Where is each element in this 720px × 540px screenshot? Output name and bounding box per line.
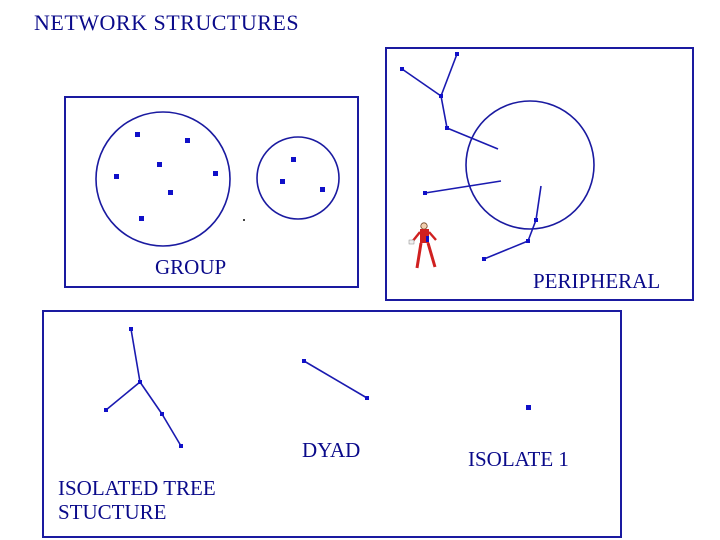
peripheral-node: [445, 126, 449, 130]
group-node: [168, 190, 173, 195]
isolate-structure: [526, 405, 531, 410]
tree-edge: [131, 329, 140, 382]
group-structure: [96, 112, 339, 246]
tree-node: [104, 408, 108, 412]
isolate-label: ISOLATE 1: [468, 447, 569, 471]
isolated-tree-label-line2: STUCTURE: [58, 500, 216, 524]
peripheral-edge: [447, 128, 498, 149]
peripheral-edge: [441, 96, 447, 128]
group-node: [135, 132, 140, 137]
peripheral-core-circle: [466, 101, 594, 229]
peripheral-edge: [441, 54, 457, 96]
isolated-tree-structure: [104, 327, 183, 448]
dyad-label: DYAD: [302, 438, 360, 462]
peripheral-node: [455, 52, 459, 56]
group-node: [139, 216, 144, 221]
group-node: [320, 187, 325, 192]
peripheral-node: [423, 191, 427, 195]
group-node: [157, 162, 162, 167]
peripheral-node: [482, 257, 486, 261]
group-node: [114, 174, 119, 179]
dyad-edge: [304, 361, 367, 398]
group-node: [280, 179, 285, 184]
small-group-circle: [257, 137, 339, 219]
tree-edge: [140, 382, 162, 414]
dyad-structure: [302, 359, 369, 400]
isolated-tree-label-line1: ISOLATED TREE: [58, 476, 216, 500]
group-node: [213, 171, 218, 176]
tree-node: [129, 327, 133, 331]
isolated-tree-label: ISOLATED TREE STUCTURE: [58, 476, 216, 524]
group-node: [291, 157, 296, 162]
isolate-node: [526, 405, 531, 410]
tree-node: [160, 412, 164, 416]
peripheral-edge: [536, 186, 541, 220]
peripheral-node: [526, 239, 530, 243]
tree-edge: [162, 414, 181, 446]
peripheral-edge: [425, 181, 501, 193]
dyad-node: [365, 396, 369, 400]
peripheral-node: [534, 218, 538, 222]
tree-edge: [106, 382, 140, 410]
stray-dot: [243, 219, 245, 221]
peripheral-label: PERIPHERAL: [533, 269, 660, 293]
peripheral-node: [400, 67, 404, 71]
peripheral-edge: [484, 241, 528, 259]
group-node: [185, 138, 190, 143]
tree-node: [138, 380, 142, 384]
peripheral-edge: [528, 220, 536, 241]
peripheral-structure: [400, 52, 594, 268]
dyad-node: [302, 359, 306, 363]
group-label: GROUP: [155, 255, 226, 279]
running-person-icon: [409, 223, 436, 268]
tree-node: [179, 444, 183, 448]
peripheral-edge: [402, 69, 441, 96]
peripheral-node: [439, 94, 443, 98]
